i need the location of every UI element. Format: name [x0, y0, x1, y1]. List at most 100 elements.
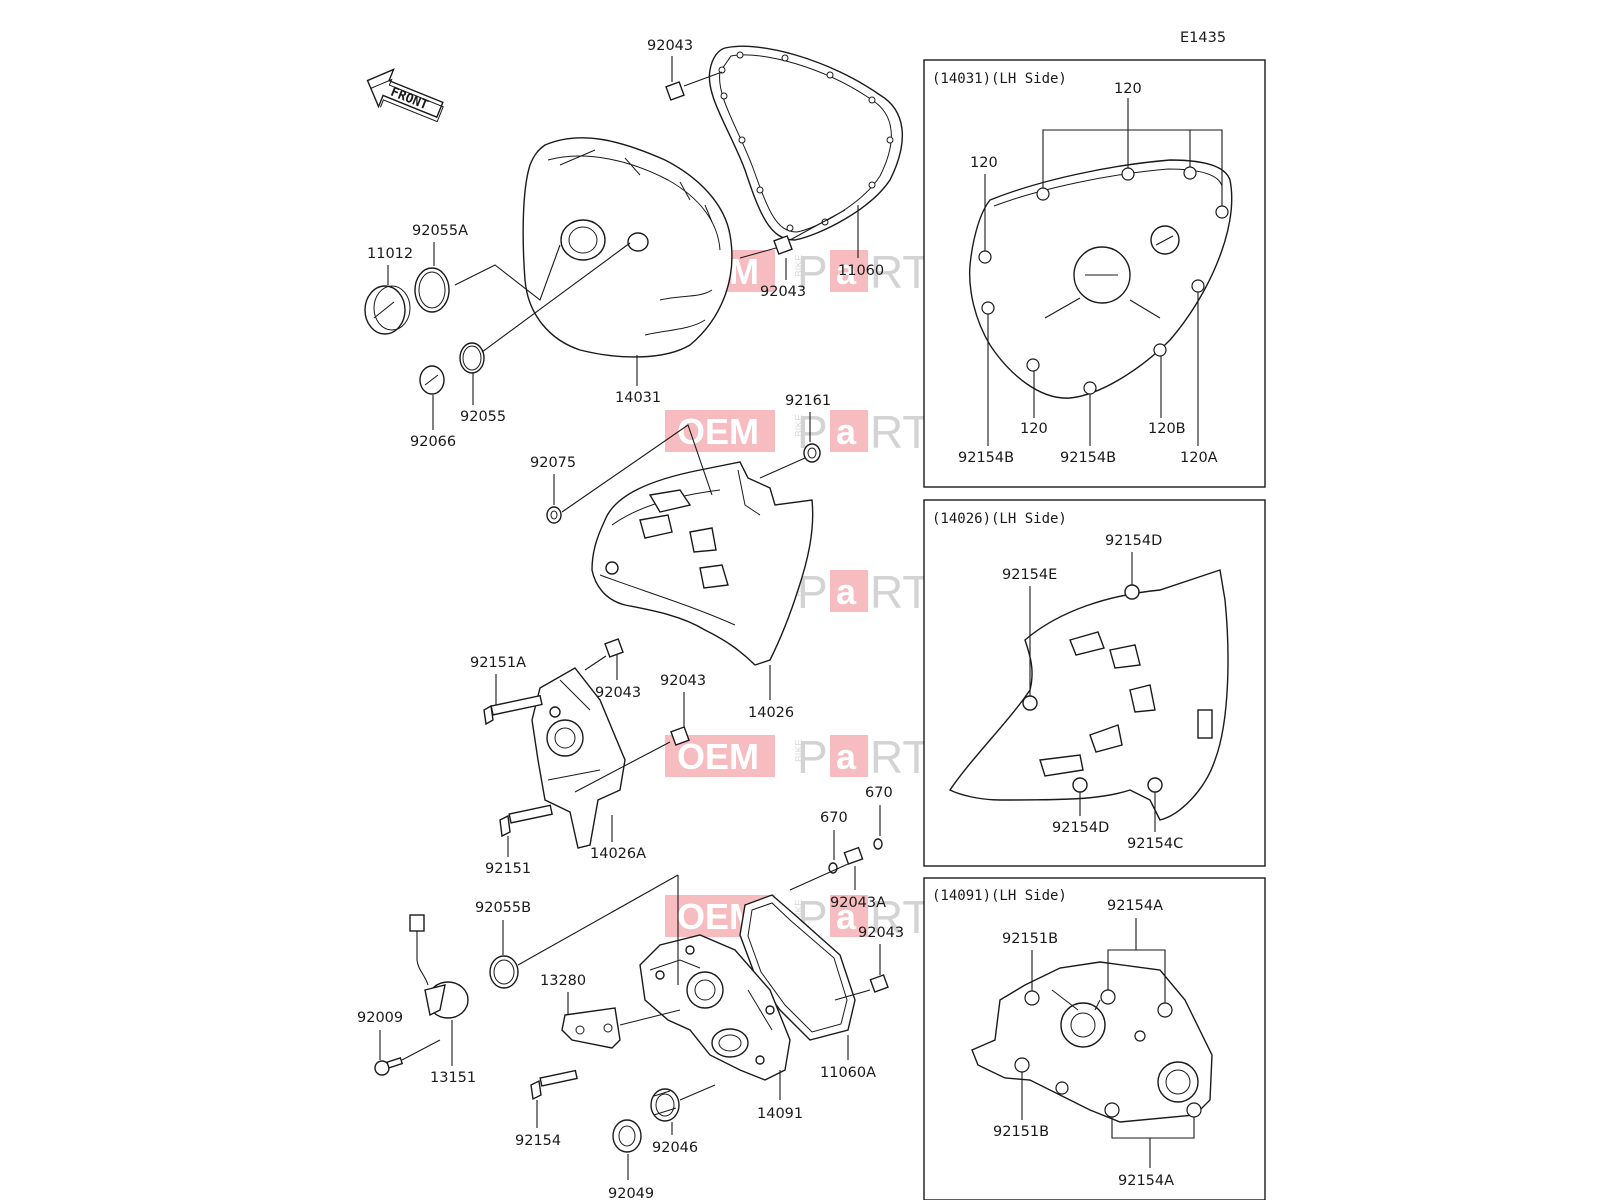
label-92154: 92154	[515, 1133, 561, 1149]
bolt-92151	[499, 804, 553, 838]
bearing-92046	[650, 1088, 680, 1122]
label-11060: 11060	[838, 263, 884, 279]
svg-text:OEM: OEM	[677, 411, 759, 452]
svg-text:BIKE: BIKE	[794, 414, 805, 437]
panel-1-label-120B: 120B	[1148, 421, 1186, 437]
label-13151: 13151	[430, 1070, 476, 1086]
dowel-92043A	[843, 846, 864, 865]
label-92161: 92161	[785, 393, 831, 409]
label-92043-b: 92043	[660, 673, 706, 689]
label-670-a: 670	[820, 810, 848, 826]
o-ring-670-a	[828, 862, 838, 874]
cover-14026-slot-3	[689, 527, 717, 553]
label-14026A: 14026A	[590, 846, 646, 862]
dowel-92043-c	[869, 974, 889, 993]
label-13280: 13280	[540, 973, 586, 989]
label-92055A: 92055A	[412, 223, 468, 239]
front-arrow-icon: FRONT	[366, 68, 444, 123]
panel-1-label-120-bottom: 120	[1020, 421, 1048, 437]
svg-text:a: a	[836, 251, 857, 292]
svg-text:BIKE: BIKE	[794, 899, 805, 922]
svg-text:BIKE: BIKE	[794, 739, 805, 762]
panel-1-title: (14031)(LH Side)	[932, 71, 1067, 87]
panel-3-title: (14091)(LH Side)	[932, 888, 1067, 904]
bracket-14026A-hole	[546, 719, 584, 757]
diagram-code: E1435	[1180, 30, 1226, 46]
label-14091: 14091	[757, 1106, 803, 1122]
panel-2-bolt-d-bottom	[1072, 777, 1088, 793]
washer-92161	[803, 443, 821, 463]
label-92009: 92009	[357, 1010, 403, 1026]
o-ring-92055A	[414, 267, 450, 313]
label-92055B: 92055B	[475, 900, 531, 916]
plug-11012	[364, 285, 411, 335]
panel-2-label-92154D-top: 92154D	[1105, 533, 1162, 549]
svg-text:BIKE: BIKE	[794, 254, 805, 277]
plug-92066	[419, 365, 445, 395]
panel-3-bolts	[1014, 989, 1202, 1118]
dowel-92043-top	[665, 71, 723, 101]
label-92043-a: 92043	[595, 685, 641, 701]
label-92043-mid: 92043	[760, 284, 806, 300]
o-ring-92055	[459, 342, 485, 374]
dowel-92043-mid	[739, 209, 846, 259]
gasket-holes	[718, 51, 894, 232]
panel-3-label-92151B-bottom: 92151B	[993, 1124, 1049, 1140]
gasket-11060A	[739, 894, 856, 1041]
bracket-13280	[561, 1007, 621, 1049]
label-92049: 92049	[608, 1186, 654, 1200]
panel-3-label-92151B-top: 92151B	[1002, 931, 1058, 947]
cover-14031	[522, 137, 733, 358]
panel-14026-lh-side: (14026)(LH Side) 92154D 92154E 92154D 92…	[923, 499, 1266, 867]
svg-text:a: a	[836, 411, 857, 452]
label-92066: 92066	[410, 434, 456, 450]
panel-1-label-92154B-left: 92154B	[958, 450, 1014, 466]
label-92151A: 92151A	[470, 655, 526, 671]
panel-14091-lh-side: (14091)(LH Side) 92154A 92151B 92151B 92…	[923, 877, 1266, 1200]
nut-92075	[546, 506, 562, 524]
seal-92049	[612, 1119, 642, 1153]
panel-2-label-92154C: 92154C	[1127, 836, 1183, 852]
panel-2-title: (14026)(LH Side)	[932, 511, 1067, 527]
label-92043-top: 92043	[647, 38, 693, 54]
sensor-13151	[409, 914, 469, 1019]
label-92075: 92075	[530, 455, 576, 471]
panel-2-bolt-e	[1022, 695, 1038, 711]
panel-2-bolt-c	[1147, 777, 1163, 793]
cover-14026-slot-2	[639, 514, 673, 539]
label-92046: 92046	[652, 1140, 698, 1156]
leader-92055A	[454, 244, 561, 301]
svg-text:a: a	[836, 571, 857, 612]
case-14091-boss	[711, 1028, 749, 1058]
cover-14026-slot-4	[699, 564, 729, 589]
cover-timing-hole	[560, 219, 606, 261]
label-92151: 92151	[485, 861, 531, 877]
cover-small-hole	[627, 232, 649, 252]
leader-92075	[561, 424, 713, 513]
panel-14031-lh-side: (14031)(LH Side) 120 120 120 120B 120A 9…	[923, 59, 1266, 488]
panel-3-bearing	[1157, 1061, 1199, 1103]
o-ring-670-b	[873, 838, 883, 850]
panel-2-logo-plate	[1197, 709, 1213, 739]
label-14026: 14026	[748, 705, 794, 721]
gasket-11060	[708, 45, 903, 241]
cover-14026-slot-1	[648, 489, 692, 513]
label-670-b: 670	[865, 785, 893, 801]
svg-text:OEM: OEM	[677, 736, 759, 777]
panel-3-label-92154A-bottom: 92154A	[1118, 1173, 1174, 1189]
label-92043-c: 92043	[858, 925, 904, 941]
panel-3-gear-hub	[1060, 1002, 1106, 1048]
dowel-92043-b	[670, 726, 690, 746]
o-ring-92055B	[489, 955, 519, 989]
svg-text:P: P	[797, 246, 828, 298]
label-92055: 92055	[460, 409, 506, 425]
svg-text:a: a	[836, 736, 857, 777]
leader-92055	[481, 242, 631, 353]
bolt-92151A	[483, 694, 543, 726]
panel-1-label-120-top: 120	[1114, 81, 1142, 97]
panel-1-label-92154B-mid: 92154B	[1060, 450, 1116, 466]
label-11060A: 11060A	[820, 1065, 876, 1081]
label-14031: 14031	[615, 390, 661, 406]
label-11012: 11012	[367, 246, 413, 262]
